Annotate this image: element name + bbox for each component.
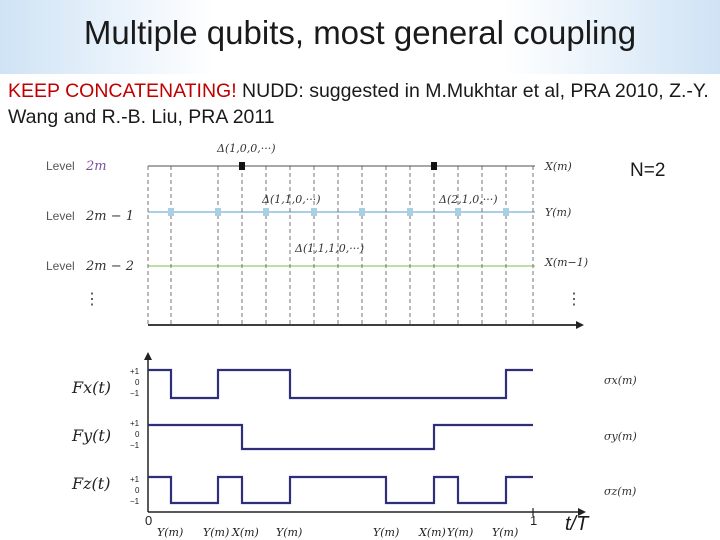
- delta-label-1: Δ(1,1,0,···): [261, 193, 321, 206]
- pulse-markers: [168, 162, 509, 216]
- level-2m-1-marker: [455, 208, 461, 216]
- trace-fz: [148, 475, 533, 505]
- subtitle-text: NUDD: suggested in M.Mukhtar et al, PRA …: [8, 80, 709, 128]
- n-label: N=2: [630, 160, 666, 181]
- subtitle-highlight: KEEP CONCATENATING!: [8, 80, 237, 102]
- level-2m-1-marker: [311, 208, 317, 216]
- level-expr-2: 2m − 2: [85, 259, 134, 274]
- function-label-y: Fy(t): [71, 426, 111, 445]
- tick-x-minus: −1: [130, 389, 140, 398]
- sigma-label-z: σz(m): [604, 485, 636, 498]
- dashed-grid-lines: [147, 166, 534, 325]
- axis-start-label: 0: [145, 513, 152, 528]
- level-word-1: Level: [46, 209, 75, 223]
- function-label-z: Fz(t): [71, 474, 110, 493]
- level-2m-marker: [431, 162, 437, 170]
- time-axis-top-arrow: [576, 321, 584, 329]
- level-ellipsis-left: ⋮: [84, 291, 100, 308]
- delta-label-0: Δ(1,0,0,···): [216, 142, 276, 155]
- level-2m-1-marker: [263, 208, 269, 216]
- bottom-label-7: Y(m): [492, 526, 518, 539]
- tick-z-minus: −1: [130, 497, 140, 506]
- time-axis-bottom-arrow: [578, 508, 586, 516]
- bottom-label-0: Y(m): [157, 526, 183, 539]
- tick-z-plus: +1: [130, 475, 140, 484]
- level-expr-1: 2m − 1: [85, 209, 134, 224]
- level-symbol-1: Y(m): [545, 206, 571, 219]
- level-word-0: Level: [46, 159, 75, 173]
- control-function-traces: [148, 368, 533, 505]
- tick-y-minus: −1: [130, 441, 140, 450]
- tick-y-plus: +1: [130, 419, 140, 428]
- delta-label-2: Δ(2,1,0,···): [438, 193, 498, 206]
- function-label-x: Fx(t): [71, 378, 111, 397]
- bottom-label-5: X(m): [418, 526, 446, 539]
- level-2m-1-marker: [215, 208, 221, 216]
- bottom-label-1: Y(m): [203, 526, 229, 539]
- level-2m-1-marker: [359, 208, 365, 216]
- level-symbol-2: X(m−1): [544, 256, 588, 269]
- y-axis-arrow: [144, 352, 152, 360]
- level-2m-1-marker: [168, 208, 174, 216]
- delta-label-3: Δ(1,1,1,0,···): [294, 242, 364, 255]
- level-2m-1-marker: [503, 208, 509, 216]
- slide-subtitle: KEEP CONCATENATING! NUDD: suggested in M…: [8, 78, 713, 130]
- trace-fx: [148, 368, 533, 400]
- axis-end-label: 1: [530, 513, 537, 528]
- level-symbol-0: X(m): [544, 160, 572, 173]
- bottom-label-4: Y(m): [373, 526, 399, 539]
- bottom-label-2: X(m): [231, 526, 259, 539]
- slide-title: Multiple qubits, most general coupling: [83, 14, 637, 51]
- bottom-label-6: Y(m): [447, 526, 473, 539]
- level-expr-0: 2m: [85, 159, 107, 174]
- trace-fy: [148, 423, 533, 451]
- level-2m-marker: [239, 162, 245, 170]
- bottom-label-3: Y(m): [276, 526, 302, 539]
- tick-y-zero: 0: [135, 430, 140, 439]
- title-bar: [0, 0, 720, 74]
- sigma-label-y: σy(m): [604, 430, 637, 443]
- level-ellipsis-right: ⋮: [566, 291, 582, 308]
- tick-x-plus: +1: [130, 367, 140, 376]
- sigma-label-x: σx(m): [604, 374, 637, 387]
- level-word-2: Level: [46, 259, 75, 273]
- time-axis-label: t/T: [565, 513, 589, 535]
- level-2m-1-marker: [407, 208, 413, 216]
- tick-x-zero: 0: [135, 378, 140, 387]
- tick-z-zero: 0: [135, 486, 140, 495]
